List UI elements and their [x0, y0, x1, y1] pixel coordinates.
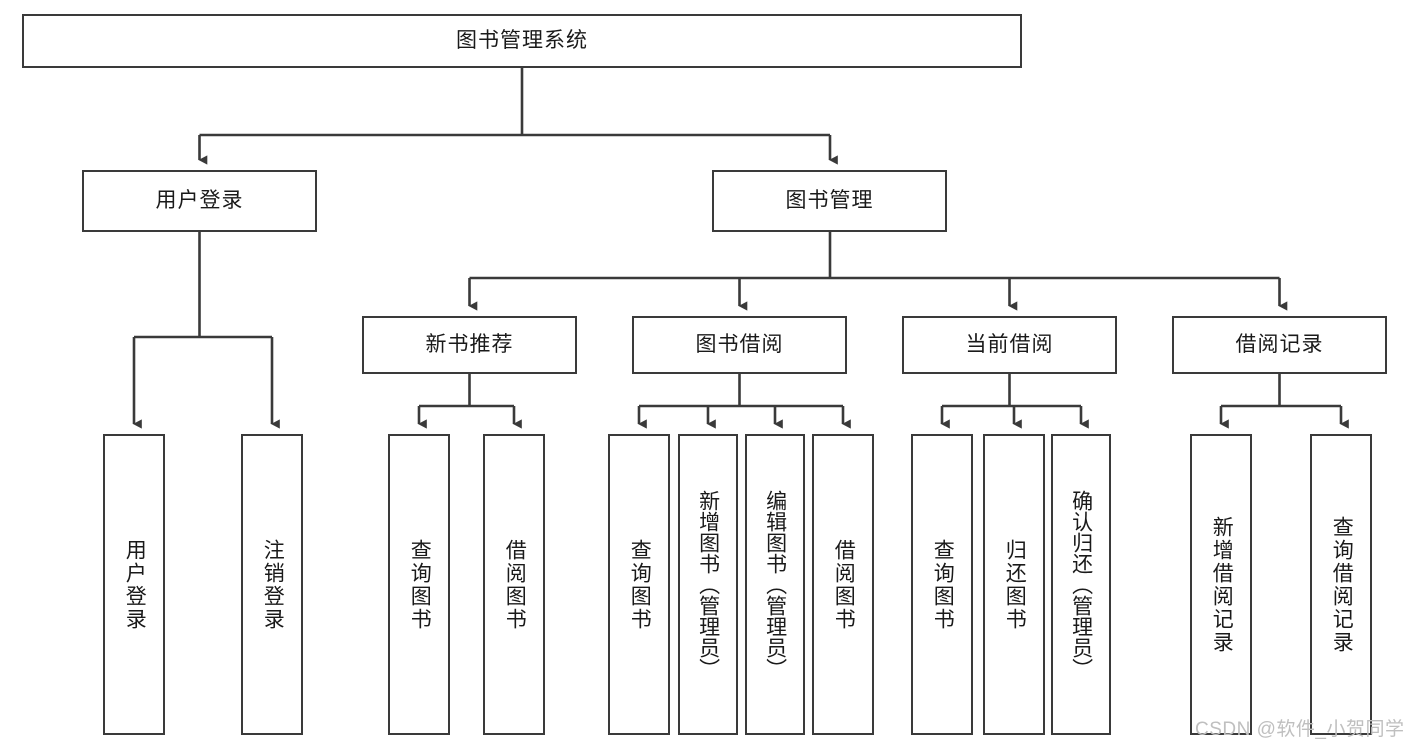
node-label: 新增借阅记录	[1210, 515, 1234, 654]
leaf-query-book-current[interactable]: 查询图书	[911, 434, 973, 735]
node-label: 借阅图书	[832, 538, 856, 631]
leaf-user-logout-action[interactable]: 注销登录	[241, 434, 303, 735]
node-label: 借阅图书	[503, 538, 527, 631]
node-label: 查询图书	[408, 538, 432, 631]
leaf-borrow-book-borrow[interactable]: 借阅图书	[812, 434, 874, 735]
leaf-query-book-borrow[interactable]: 查询图书	[608, 434, 670, 735]
node-label: 查询图书	[931, 538, 955, 631]
node-root[interactable]: 图书管理系统	[22, 14, 1022, 68]
node-label: 查询图书	[628, 538, 652, 631]
node-book-management[interactable]: 图书管理	[712, 170, 947, 232]
leaf-add-borrow-record[interactable]: 新增借阅记录	[1190, 434, 1252, 735]
node-borrow-record[interactable]: 借阅记录	[1172, 316, 1387, 374]
leaf-user-login-action[interactable]: 用户登录	[103, 434, 165, 735]
leaf-query-book-rec[interactable]: 查询图书	[388, 434, 450, 735]
node-label: 当前借阅	[965, 333, 1054, 357]
node-label: 借阅记录	[1235, 333, 1324, 357]
node-label: 用户登录	[123, 538, 147, 631]
leaf-query-borrow-record[interactable]: 查询借阅记录	[1310, 434, 1372, 735]
node-label: 图书借阅	[695, 333, 784, 357]
node-label: 新书推荐	[425, 333, 514, 357]
leaf-edit-book-admin[interactable]: 编辑图书（管理员）	[745, 434, 805, 735]
node-label: 图书管理	[785, 189, 874, 213]
node-current-borrow[interactable]: 当前借阅	[902, 316, 1117, 374]
leaf-add-book-admin[interactable]: 新增图书（管理员）	[678, 434, 738, 735]
node-label: 新增图书（管理员）	[696, 490, 720, 679]
node-label: 注销登录	[261, 538, 285, 631]
leaf-borrow-book-rec[interactable]: 借阅图书	[483, 434, 545, 735]
node-book-borrow[interactable]: 图书借阅	[632, 316, 847, 374]
node-label: 用户登录	[155, 189, 244, 213]
leaf-return-book[interactable]: 归还图书	[983, 434, 1045, 735]
node-user-login[interactable]: 用户登录	[82, 170, 317, 232]
node-new-book-recommend[interactable]: 新书推荐	[362, 316, 577, 374]
node-label: 编辑图书（管理员）	[763, 490, 787, 679]
node-label: 确认归还（管理员）	[1069, 490, 1093, 679]
node-label: 查询借阅记录	[1330, 515, 1354, 654]
node-label: 归还图书	[1003, 538, 1027, 631]
leaf-confirm-return-admin[interactable]: 确认归还（管理员）	[1051, 434, 1111, 735]
watermark-text: CSDN @软件_小贺同学	[1195, 719, 1405, 740]
